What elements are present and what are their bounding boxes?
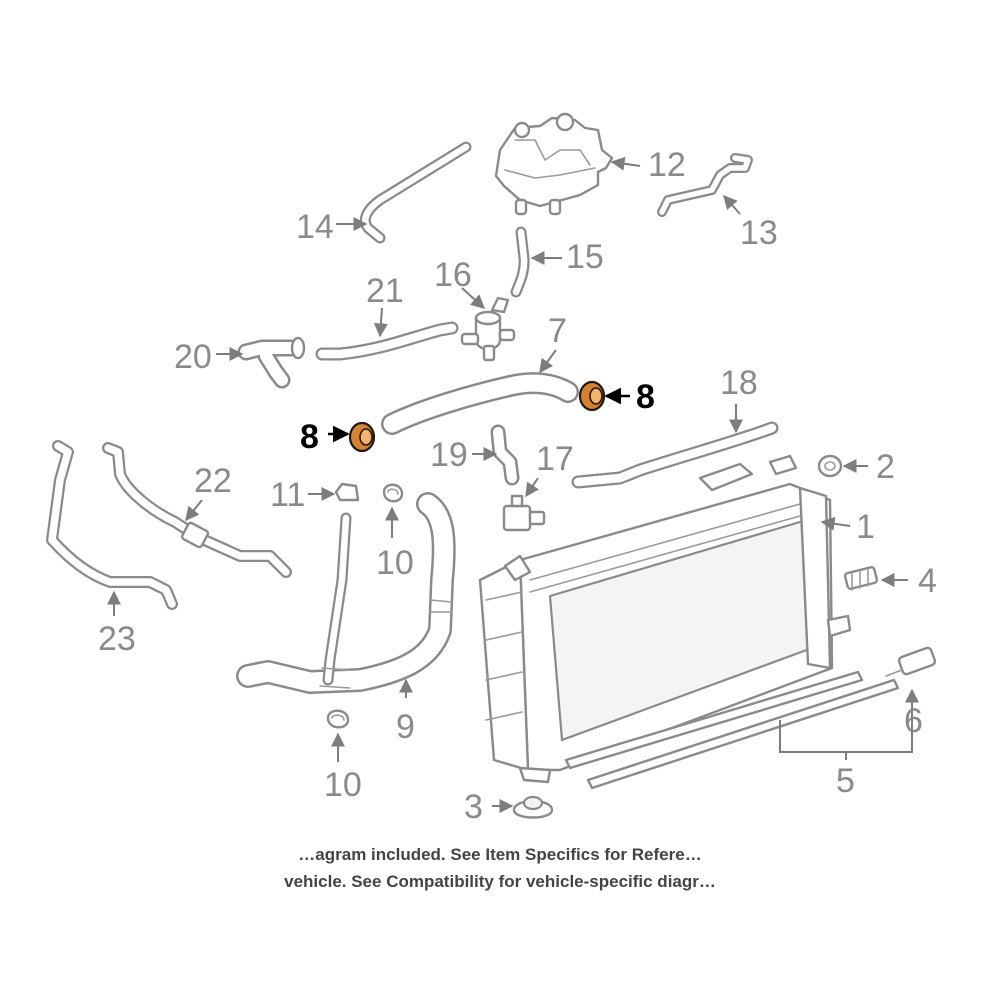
callout-22: 22 [194, 462, 232, 500]
callout-16: 16 [434, 256, 472, 294]
hose-7 [381, 372, 579, 435]
callout-5: 5 [836, 762, 855, 800]
callout-10-upper: 10 [376, 544, 414, 582]
callout-9: 9 [396, 708, 415, 746]
callout-2: 2 [876, 448, 895, 486]
seal-8-right [578, 380, 606, 412]
pipe-23 [46, 440, 178, 610]
callout-20: 20 [174, 338, 212, 376]
clamp-10-upper [382, 483, 404, 503]
callout-18: 18 [720, 364, 758, 402]
mount-3 [512, 795, 554, 819]
callout-17: 17 [536, 440, 574, 478]
sensor-17 [502, 494, 546, 532]
callout-12: 12 [648, 146, 686, 184]
callout-13: 13 [740, 214, 778, 252]
callout-4: 4 [918, 562, 937, 600]
hose-20 [237, 336, 306, 389]
hose-15 [510, 226, 530, 298]
hose-9 [236, 492, 456, 694]
pipe-22 [102, 442, 292, 578]
callout-1: 1 [856, 508, 875, 546]
hose-18 [571, 421, 779, 489]
callout-6: 6 [904, 702, 923, 740]
callout-3: 3 [464, 788, 483, 826]
seal-8-left [348, 421, 376, 453]
callout-labels: 1 2 3 4 5 6 7 8 8 9 10 10 11 12 13 14 15… [98, 146, 937, 826]
fitting-4 [843, 566, 879, 591]
callout-15: 15 [566, 238, 604, 276]
callout-8-left: 8 [300, 418, 319, 456]
callout-19: 19 [430, 436, 468, 474]
callout-14: 14 [296, 208, 334, 246]
mount-2 [817, 454, 843, 478]
radiator-1 [478, 454, 852, 784]
hose-14 [359, 141, 472, 244]
valve-16 [460, 296, 516, 362]
diagram-notice-line-1: …agram included. See Item Specifics for … [298, 845, 702, 864]
callout-7: 7 [548, 312, 567, 350]
fitting-6 [885, 646, 937, 677]
coolant-reservoir [494, 112, 614, 216]
callout-8-right: 8 [636, 378, 655, 416]
hose-21 [315, 321, 459, 361]
clamp-10-lower [326, 709, 350, 729]
fitting-19 [490, 424, 520, 486]
callout-21: 21 [366, 272, 404, 310]
callout-23: 23 [98, 620, 136, 658]
pipe-13 [657, 153, 753, 217]
diagram-notice-line-2: vehicle. See Compatibility for vehicle-s… [284, 872, 716, 891]
callout-11: 11 [270, 476, 305, 514]
leader-lines [107, 156, 919, 813]
clip-11 [334, 482, 360, 502]
seal-strips-5 [564, 670, 900, 790]
callout-10-lower: 10 [324, 766, 362, 804]
